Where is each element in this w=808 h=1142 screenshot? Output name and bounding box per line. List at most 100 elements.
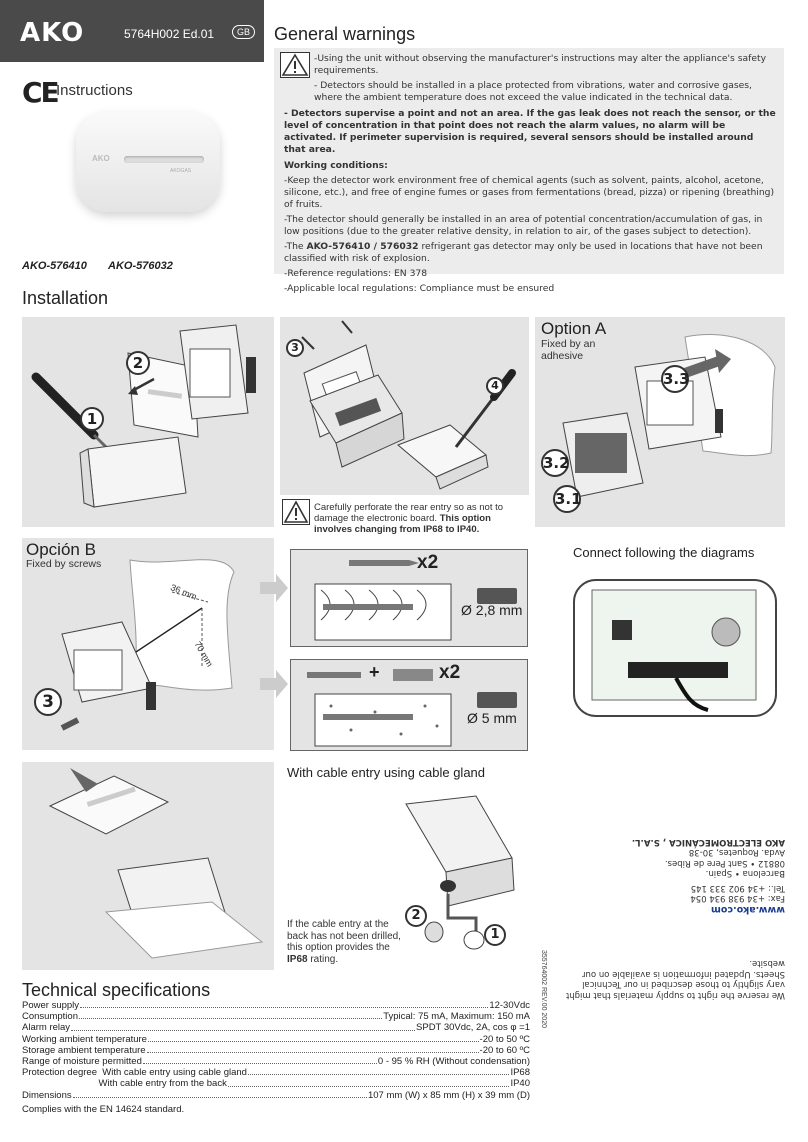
plus-label: + [369,662,380,682]
spec-row: Consumption Typical: 75 mA, Maximum: 150 … [22,1011,530,1022]
gland-step-2-badge: 2 [405,905,427,927]
x2-label-b: x2 [439,662,461,683]
step-4-badge: 4 [486,377,504,395]
perforate-note: Carefully perforate the rear entry so as… [314,502,504,535]
website[interactable]: www.ako.com [711,904,785,915]
spec-label: Consumption [22,1011,78,1023]
company-tel: Tel.: +34 902 333 145 [690,883,785,893]
warning-icon [280,52,310,78]
spec-label: With cable entry from the back [22,1078,227,1090]
spec-value: -20 to 50 ºC [479,1033,530,1045]
drill-concrete-illustration [307,669,517,747]
perforate-illustration [301,320,516,490]
spec-row: Dimensions 107 mm (W) x 85 mm (H) x 39 mm… [22,1090,530,1101]
instructions-label: Instructions [56,82,133,99]
panel-drill-concrete: + x2 Ø 5 mm [290,659,528,751]
spec-label: Storage ambient temperature [22,1044,146,1056]
spec-leader [142,1056,377,1065]
warning-1: -Using the unit without observing the ma… [314,53,767,76]
device-name: AKOGAS [170,168,192,174]
gland-ip68: IP68 [287,953,308,965]
gland-title: With cable entry using cable gland [287,765,486,780]
brand-logo: AKO [20,18,85,48]
step-2-badge: 2 [126,351,150,375]
spec-value: Typical: 75 mA, Maximum: 150 mA [383,1011,530,1023]
step-1-badge: 1 [80,407,104,431]
spec-value: IP68 [510,1067,530,1079]
open-cover-illustration [31,324,256,508]
assembly-illustration [48,768,264,959]
warning-3: - Detectors supervise a point and not an… [284,108,776,155]
condition-1: -Keep the detector work environment free… [284,175,775,210]
working-conditions-title: Working conditions: [284,160,388,171]
model-1: AKO-576410 [22,260,87,272]
spec-leader [78,1011,383,1020]
spec-row: With cable entry from the back IP40 [22,1078,530,1089]
spec-leader [247,1067,510,1076]
panel-drill-insulation: x2 Ø 2,8 mm [290,549,528,647]
step-b3-badge: 3 [34,688,62,716]
drill-size-b: Ø 5 mm [467,710,517,726]
gland-note: If the cable entry at the back has not b… [287,919,401,965]
step-3-3-badge: 3.3 [661,365,690,393]
drill-size-a: Ø 2,8 mm [461,602,523,618]
panel-option-a: Option A Fixed by an adhesive 3.3 3.2 3.… [535,317,785,527]
step-3-1-badge: 3.1 [553,485,582,513]
option-b-subtitle: Fixed by screws [26,558,102,570]
company-addr2: 08812 • Sant Pere de Ribes. [664,858,785,868]
installation-title: Installation [22,288,109,308]
general-warnings-box [274,48,784,274]
gland-illustration [405,795,515,950]
condition-5: -Applicable local regulations: Complianc… [284,283,555,294]
company-info-rotated: We reserve the right to supply materials… [555,837,785,1000]
spec-value: 107 mm (W) x 85 mm (H) x 39 mm (D) [367,1089,530,1101]
warning-2: - Detectors should be installed in a pla… [314,80,752,103]
spec-value: 12-30Vdc [489,1000,530,1011]
step-3-2-badge: 3.2 [541,449,570,477]
spec-leader [146,1045,479,1053]
perforate-bold: This option involves changing from IP68 … [314,513,491,535]
spec-value: SPDT 30Vdc, 2A, cos φ =1 [416,1022,530,1034]
general-warnings-title: General warnings [274,24,416,44]
device-slot [124,156,204,163]
spec-row: Protection degree With cable entry using… [22,1067,530,1078]
spec-value: IP40 [510,1078,530,1090]
spec-row: Range of moisture permitted 0 - 95 % RH (… [22,1056,530,1067]
gland-step-1-badge: 1 [484,924,506,946]
arrows-to-drill-panels [260,574,288,698]
condition-4: -Reference regulations: EN 378 [284,268,428,279]
model-2: AKO-576032 [108,260,173,272]
drill-insulation-illustration [314,560,517,641]
spec-label: Range of moisture permitted [22,1056,142,1067]
spec-row: Storage ambient temperature-20 to 60 ºC [22,1045,530,1056]
version-code: 355764002 REV.00 2020 [540,950,547,1028]
spec-label: Dimensions [22,1089,72,1101]
language-badge: GB [232,25,256,39]
spec-value: 0 - 95 % RH (Without condensation) [377,1056,530,1067]
device-logo: AKO [92,154,110,163]
tech-specs-title: Technical specifications [22,980,211,1000]
connect-title: Connect following the diagrams [573,545,755,560]
perforate-warning-icon [282,499,310,525]
spec-label: Protection degree With cable entry using… [22,1067,247,1079]
warnings-text: -Using the unit without observing the ma… [284,53,778,295]
spec-row: Working ambient temperature -20 to 50 ºC [22,1034,530,1045]
condition-3: -The AKO-576410 / 576032 refrigerant gas… [284,241,763,264]
wiring-board-diagram [573,579,777,717]
spec-label: Working ambient temperature [22,1033,147,1045]
company-name: AKO ELECTROMECÁNICA , S.A.L. [631,837,785,847]
device-photo: AKO AKOGAS [76,112,220,212]
spec-leader [71,1022,416,1031]
header-bar [0,0,264,62]
spec-leader [147,1034,479,1042]
panel-perforate: 3 4 [280,317,529,495]
option-a-title: Option A [541,319,607,338]
company-addr1: Avda. Roquetes, 30-38 [688,847,785,858]
panel-open-cover: 2 1 [22,317,274,527]
spec-leader [227,1078,510,1087]
step-3-badge: 3 [286,339,304,357]
company-addr3: Barcelona • Spain. [705,868,785,879]
company-fax: Fax: +34 938 934 054 [690,893,785,904]
